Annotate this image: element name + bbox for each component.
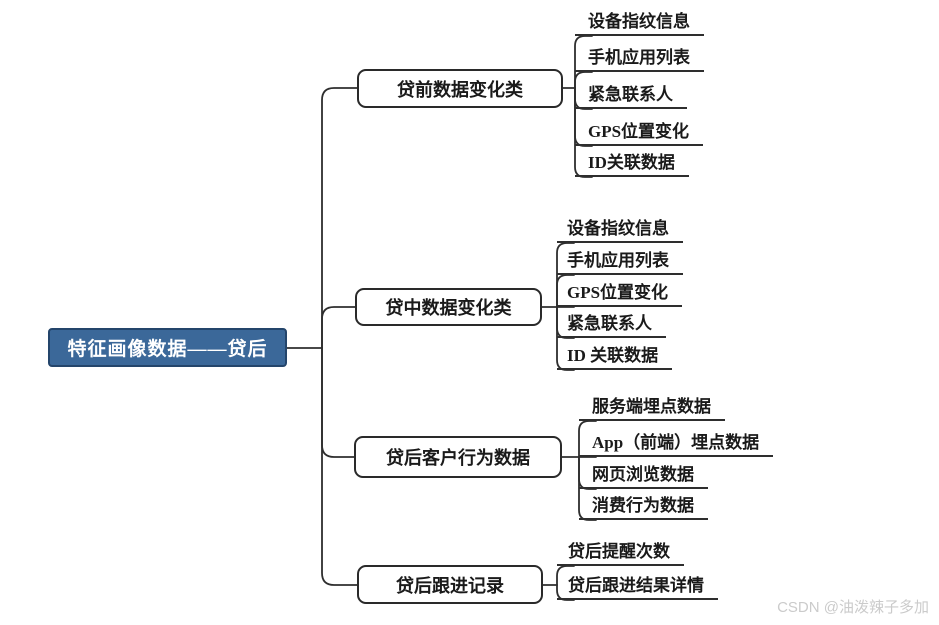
leaf-node[interactable]: ID 关联数据 — [557, 343, 673, 370]
branch-3-leaf-line — [578, 456, 597, 521]
leaf-node[interactable]: 贷后跟进结果详情 — [557, 573, 718, 600]
branch-2-leaf-line — [556, 306, 575, 371]
leaf-node[interactable]: 紧急联系人 — [575, 82, 687, 109]
branch-2-leaf-line — [556, 242, 575, 308]
branch-node-post-loan-behavior[interactable]: 贷后客户行为数据 — [354, 436, 562, 478]
leaf-node[interactable]: GPS位置变化 — [557, 280, 683, 307]
leaf-node[interactable]: 设备指纹信息 — [557, 216, 683, 243]
branch-1-leaf-line — [574, 35, 593, 89]
leaf-node[interactable]: GPS位置变化 — [575, 119, 704, 146]
leaf-node[interactable]: 设备指纹信息 — [575, 9, 704, 36]
trunk-to-branch-1 — [321, 87, 358, 349]
root-node[interactable]: 特征画像数据——贷后 — [48, 328, 287, 367]
branch-2-leaf-line — [556, 274, 575, 308]
branch-node-follow-up-record[interactable]: 贷后跟进记录 — [357, 565, 543, 604]
trunk-to-branch-3 — [321, 347, 355, 458]
csdn-watermark: CSDN @油泼辣子多加 — [777, 599, 929, 616]
leaf-node[interactable]: 紧急联系人 — [557, 311, 666, 338]
leaf-node[interactable]: 贷后提醒次数 — [557, 539, 684, 566]
branch-3-leaf-line — [578, 420, 597, 458]
trunk-to-branch-2 — [321, 306, 356, 349]
leaf-node[interactable]: 手机应用列表 — [557, 248, 683, 275]
leaf-node[interactable]: App（前端）埋点数据 — [579, 430, 774, 457]
branch-4-leaf-line — [556, 565, 575, 586]
branch-node-pre-loan-changes[interactable]: 贷前数据变化类 — [357, 69, 563, 108]
branch-4-leaf-line — [556, 584, 575, 601]
leaf-node[interactable]: ID关联数据 — [575, 150, 689, 177]
leaf-node[interactable]: 服务端埋点数据 — [579, 394, 725, 421]
trunk-to-branch-4 — [321, 347, 358, 586]
leaf-node[interactable]: 手机应用列表 — [575, 45, 704, 72]
leaf-node[interactable]: 网页浏览数据 — [579, 462, 708, 489]
branch-node-mid-loan-changes[interactable]: 贷中数据变化类 — [355, 288, 542, 326]
branch-1-leaf-line — [574, 71, 593, 89]
leaf-node[interactable]: 消费行为数据 — [579, 493, 708, 520]
